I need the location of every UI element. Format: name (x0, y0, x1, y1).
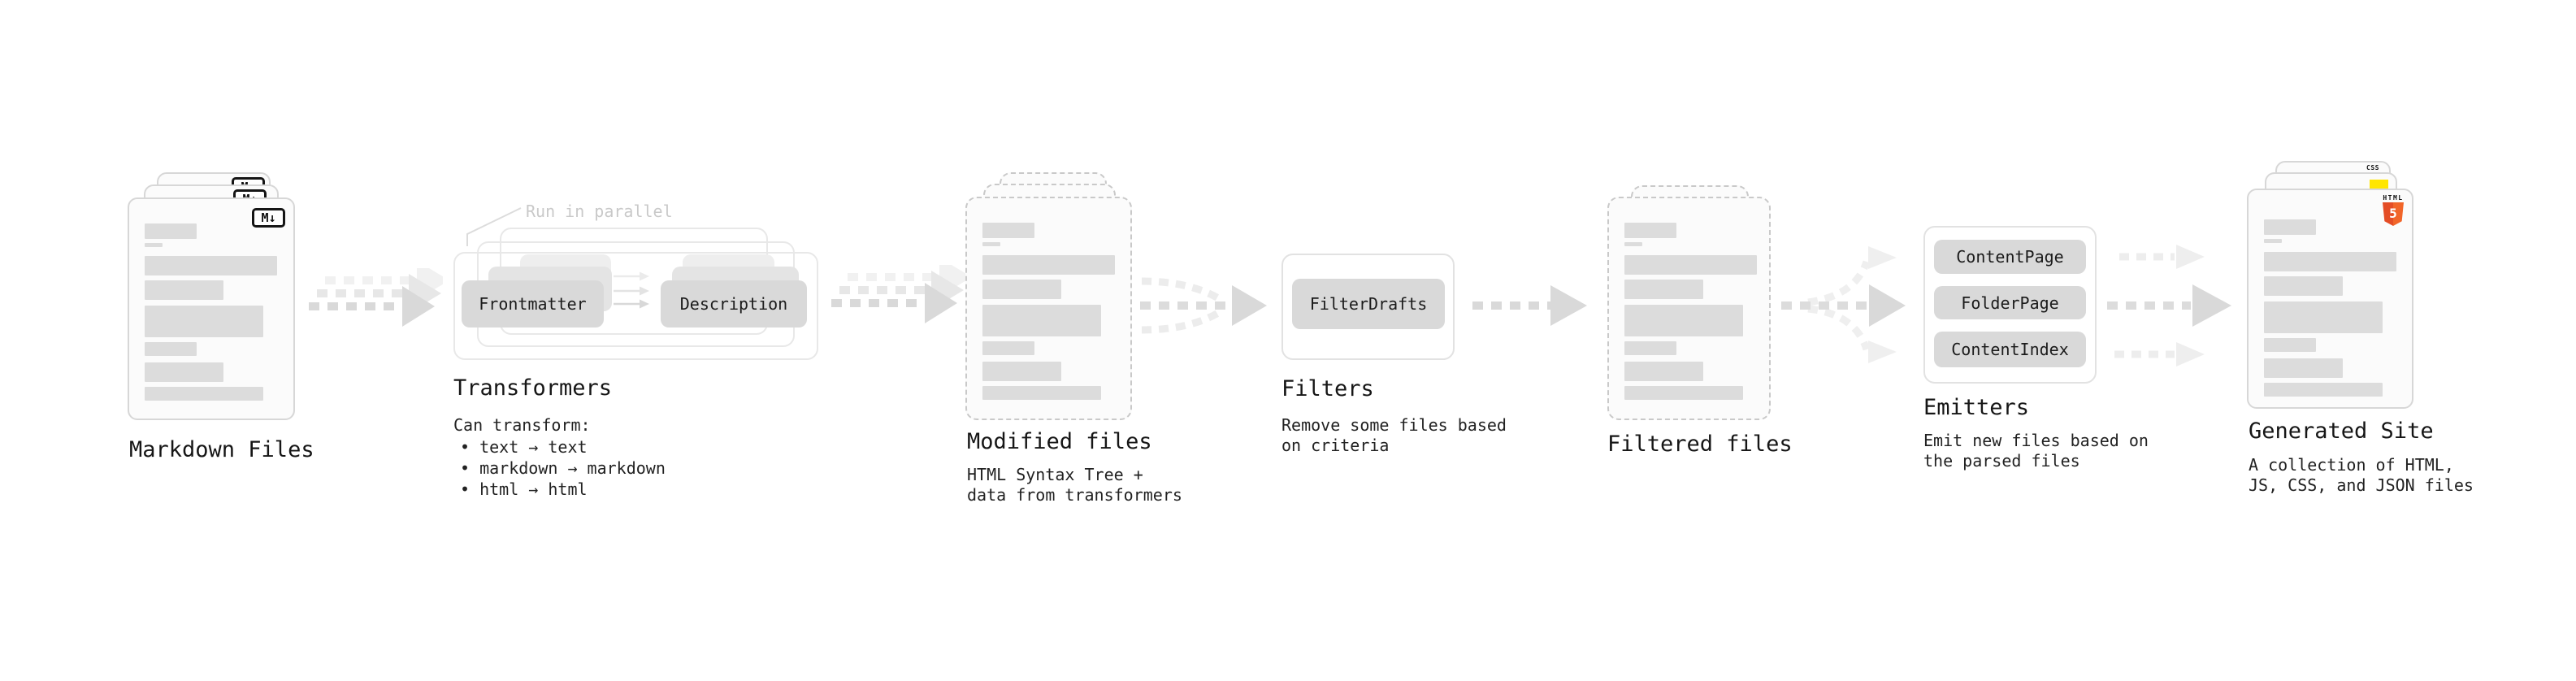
transformer-layer-front (453, 252, 818, 360)
text-line-placeholder (145, 243, 163, 247)
js-icon (2370, 180, 2388, 189)
folderpage-pill: FolderPage (1934, 286, 2086, 319)
frontmatter-pill: Frontmatter (462, 280, 604, 327)
text-line-placeholder (145, 223, 197, 239)
text-line-placeholder (2264, 338, 2316, 352)
section-title-transformers: Transformers (453, 375, 613, 401)
run-in-parallel-label: Run in parallel (526, 202, 673, 221)
description-line: data from transformers (967, 485, 1182, 505)
text-line-placeholder (1624, 341, 1676, 355)
css-icon-label: CSS (2366, 164, 2379, 171)
text-line-placeholder (982, 305, 1101, 336)
text-line-placeholder (982, 280, 1061, 299)
text-line-placeholder (2264, 252, 2396, 271)
html5-icon-shield: 5 (2383, 202, 2404, 226)
generated-file-card: HTML 5 (2247, 189, 2413, 409)
text-line-placeholder (145, 362, 223, 382)
filterdrafts-pill: FilterDrafts (1292, 279, 1445, 329)
section-title-emitters: Emitters (1923, 395, 2030, 420)
text-line-placeholder (145, 280, 223, 300)
text-line-placeholder (982, 362, 1061, 381)
bullet-item: • html → html (460, 479, 588, 499)
contentpage-pill: ContentPage (1934, 240, 2086, 274)
arrow-filters-to-filtered (1472, 285, 1587, 326)
section-title-generated-site: Generated Site (2249, 419, 2434, 444)
arrow-modified-to-filters (1140, 277, 1267, 334)
bullet-item: • text → text (460, 437, 588, 457)
text-line-placeholder (145, 387, 263, 401)
annotation-bracket-line (466, 207, 522, 246)
text-line-placeholder (145, 306, 263, 337)
description-line: the parsed files (1923, 451, 2080, 471)
emitters-description: Emit new files based on the parsed files (1923, 431, 2149, 471)
text-line-placeholder (2264, 301, 2383, 333)
text-line-placeholder (1624, 305, 1743, 336)
filters-description: Remove some files based on criteria (1281, 415, 1507, 456)
description-line: HTML Syntax Tree + (967, 465, 1143, 484)
description-line: Remove some files based (1281, 415, 1507, 435)
description-line: on criteria (1281, 436, 1390, 455)
text-line-placeholder (982, 242, 1000, 246)
text-line-placeholder (2264, 219, 2316, 235)
modified-file-card (965, 197, 1132, 420)
markdown-icon: M↓ (252, 208, 285, 228)
text-line-placeholder (1624, 223, 1676, 238)
section-title-filters: Filters (1281, 376, 1374, 401)
transformers-bullet-list: • text → text • markdown → markdown • ht… (460, 437, 666, 501)
arrow-filtered-to-emitters (1781, 246, 1906, 363)
text-line-placeholder (1624, 362, 1703, 381)
text-line-placeholder (2264, 383, 2383, 397)
contentindex-pill: ContentIndex (1934, 332, 2086, 367)
text-line-placeholder (145, 256, 277, 275)
arrow-emitters-to-generated (2107, 245, 2231, 367)
modified-files-description: HTML Syntax Tree + data from transformer… (967, 465, 1182, 505)
transformers-subtitle: Can transform: (453, 415, 591, 435)
text-line-placeholder (982, 223, 1034, 238)
text-line-placeholder (1624, 242, 1642, 246)
section-title-filtered-files: Filtered files (1607, 432, 1793, 457)
arrow-transformers-to-modified (831, 265, 965, 323)
section-title-markdown-files: Markdown Files (129, 437, 314, 462)
generated-site-description: A collection of HTML, JS, CSS, and JSON … (2249, 455, 2474, 496)
html5-icon-label: HTML (2383, 194, 2404, 202)
description-line: JS, CSS, and JSON files (2249, 475, 2474, 495)
text-line-placeholder (982, 386, 1101, 400)
text-line-placeholder (1624, 386, 1743, 400)
text-line-placeholder (982, 255, 1115, 275)
html5-icon: HTML 5 (2381, 194, 2405, 226)
text-line-placeholder (2264, 358, 2343, 378)
css-icon: CSS (2363, 165, 2383, 171)
text-line-placeholder (2264, 239, 2282, 243)
filtered-file-card (1607, 197, 1771, 420)
description-line: Emit new files based on (1923, 431, 2149, 450)
text-line-placeholder (1624, 280, 1703, 299)
section-title-modified-files: Modified files (967, 429, 1152, 454)
text-line-placeholder (145, 342, 197, 356)
text-line-placeholder (2264, 276, 2343, 296)
transform-arrows-icon (614, 271, 649, 309)
text-line-placeholder (1624, 255, 1757, 275)
markdown-file-card: M↓ (128, 197, 295, 420)
text-line-placeholder (982, 341, 1034, 355)
description-pill: Description (661, 280, 807, 327)
bullet-item: • markdown → markdown (460, 458, 666, 478)
description-line: A collection of HTML, (2249, 455, 2454, 475)
arrow-markdown-to-transformers (309, 268, 443, 327)
